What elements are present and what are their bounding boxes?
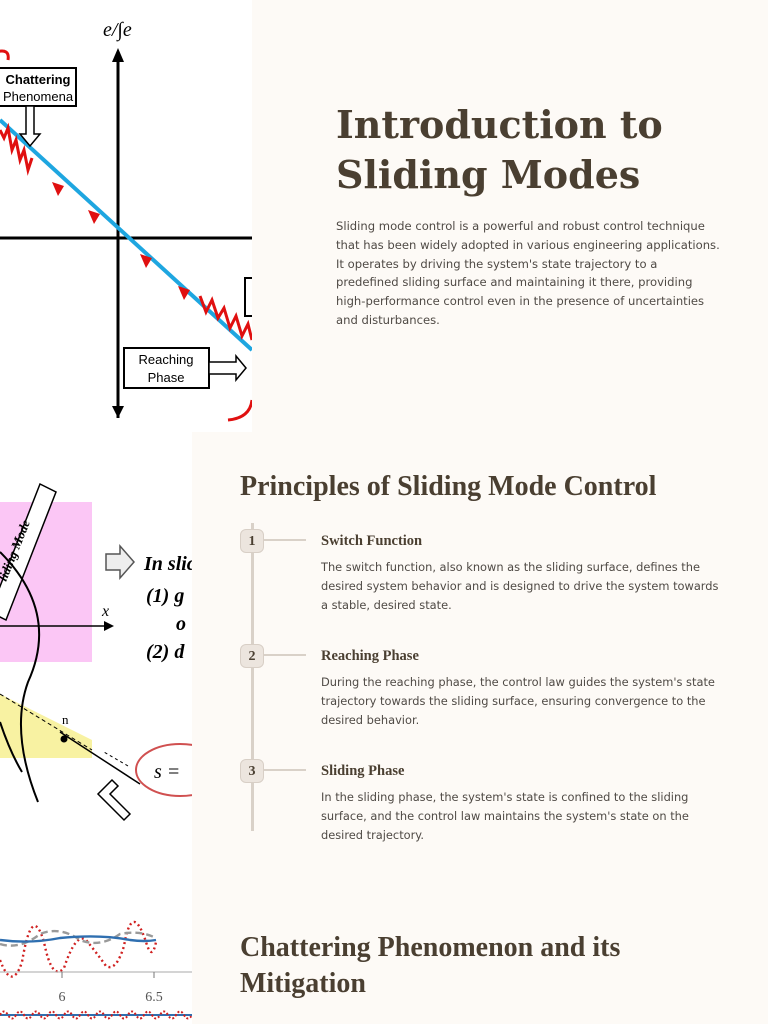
step-badge-1: 1 bbox=[240, 529, 264, 553]
trajectory-curve-2 bbox=[0, 721, 23, 773]
vertical-axis-arrow bbox=[112, 48, 124, 62]
step-badge-2: 2 bbox=[240, 644, 264, 668]
surface-line bbox=[59, 731, 141, 785]
vertical-axis-bottom-arrow bbox=[112, 406, 124, 418]
x-axis-label: x bbox=[101, 603, 109, 620]
direction-marker bbox=[52, 182, 64, 196]
timeline-line bbox=[251, 523, 254, 831]
x-axis-arrow bbox=[104, 621, 114, 631]
sliding-mode-phase-figure: Chattering Phenomena Reaching Phase e/∫e bbox=[0, 0, 252, 432]
diagram-text-line1: In slic bbox=[143, 553, 192, 575]
intro-title-line1: Introduction to bbox=[336, 102, 663, 147]
chattering-signal-red bbox=[0, 920, 158, 978]
red-arc-top bbox=[0, 49, 10, 61]
partial-label-box bbox=[244, 277, 252, 317]
step-text-reaching-phase: During the reaching phase, the control l… bbox=[321, 675, 715, 727]
chattering-signal-figure: 6 6.5 bbox=[0, 872, 192, 1024]
pointer-dashed bbox=[103, 751, 129, 767]
principles-title: Principles of Sliding Mode Control bbox=[240, 471, 657, 502]
red-arc-bottom bbox=[227, 399, 252, 422]
intro-paragraph: Sliding mode control is a powerful and r… bbox=[336, 219, 720, 327]
sliding-mode-band bbox=[0, 482, 57, 622]
hollow-right-arrow bbox=[105, 544, 135, 580]
axis-label: e/∫e bbox=[103, 19, 132, 42]
chattering-label-line1: Chattering bbox=[6, 72, 71, 87]
sliding-mode-diagram-figure: liding Mode x n s = In slic (1) g o (2) … bbox=[0, 432, 192, 872]
reaching-pointer-arrow bbox=[208, 353, 247, 383]
step-title-sliding-phase: Sliding Phase bbox=[321, 763, 405, 779]
s-equation-label: s = bbox=[154, 761, 180, 783]
point-n-label: n bbox=[62, 712, 69, 727]
diagram-text-line2: (1) g bbox=[146, 585, 184, 607]
dashed-line bbox=[0, 693, 93, 751]
reaching-label-line2: Phase bbox=[148, 370, 185, 385]
reaching-label-line1: Reaching bbox=[139, 352, 194, 367]
chattering-pointer-arrow bbox=[18, 105, 42, 148]
intro-title-line2: Sliding Modes bbox=[336, 152, 641, 197]
direction-marker bbox=[140, 254, 152, 268]
smooth-signal-blue bbox=[0, 935, 157, 943]
step-text-switch-function: The switch function, also known as the s… bbox=[321, 560, 719, 612]
chattering-label-line2: Phenomena bbox=[3, 89, 74, 104]
chattering-zigzag-top bbox=[0, 122, 34, 176]
step-connector-1 bbox=[264, 539, 306, 541]
step-text-sliding-phase: In the sliding phase, the system's state… bbox=[321, 790, 689, 842]
diagram-text-line4: (2) d bbox=[146, 641, 185, 663]
chattering-zigzag-bottom bbox=[198, 295, 252, 341]
step-badge-3: 3 bbox=[240, 759, 264, 783]
s-equation-ellipse bbox=[135, 743, 192, 797]
trajectory-curve bbox=[0, 551, 41, 803]
sliding-surface-line bbox=[0, 118, 252, 352]
pointer-arrow bbox=[96, 778, 132, 822]
reference-signal-grey bbox=[0, 929, 157, 947]
reaching-label-box bbox=[123, 347, 210, 389]
direction-marker bbox=[178, 286, 190, 300]
intro-title: Introduction to Sliding Modes bbox=[336, 100, 736, 200]
step-title-switch-function: Switch Function bbox=[321, 533, 423, 549]
yellow-region bbox=[0, 694, 92, 758]
chattering-title: Chattering Phenomenon and its Mitigation bbox=[240, 932, 621, 999]
step-connector-3 bbox=[264, 769, 306, 771]
tick-label-6: 6 bbox=[59, 990, 66, 1005]
direction-marker bbox=[88, 210, 100, 224]
phase-plot-graphic: Chattering Phenomena Reaching Phase e/∫e bbox=[0, 19, 252, 422]
diagram-text-line3: o bbox=[176, 613, 186, 635]
sliding-mode-diagram-graphic: liding Mode x n s = In slic (1) g o (2) … bbox=[0, 482, 192, 822]
point-n bbox=[60, 735, 68, 743]
tick-label-6-5: 6.5 bbox=[145, 990, 163, 1005]
step-connector-2 bbox=[264, 654, 306, 656]
chattering-signal-graphic: 6 6.5 bbox=[0, 920, 192, 1020]
step-title-reaching-phase: Reaching Phase bbox=[321, 648, 419, 664]
chattering-label-box bbox=[0, 67, 77, 107]
